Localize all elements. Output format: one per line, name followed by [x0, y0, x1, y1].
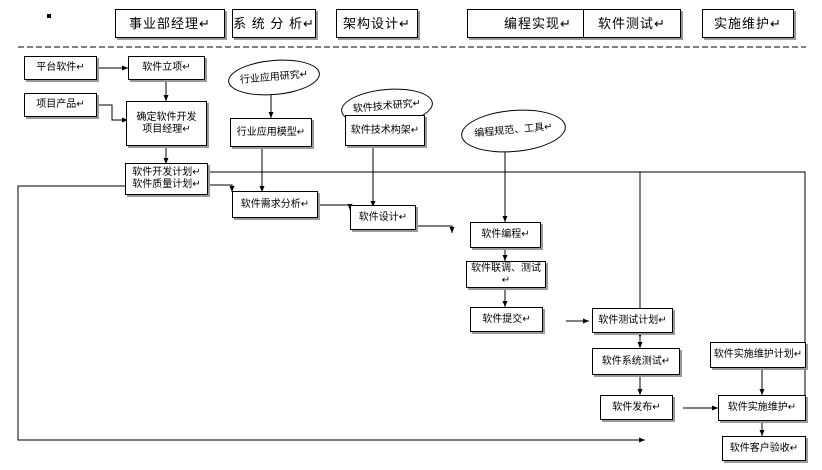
bullet-marker: [47, 14, 51, 18]
ellipse-coding-standards-tools[interactable]: 编程规范、工具↵: [459, 105, 568, 157]
node-platform-software[interactable]: 平台软件↵: [24, 56, 97, 80]
phase-manager[interactable]: 事业部经理↵: [115, 9, 225, 38]
phase-testing[interactable]: 软件测试↵: [583, 9, 681, 38]
ellipse-industry-app-research[interactable]: 行业应用研究↵: [226, 56, 322, 99]
node-joint-debug-test[interactable]: 软件联调、测试↵: [466, 261, 546, 288]
phase-deployment[interactable]: 实施维护↵: [702, 9, 794, 38]
node-software-coding[interactable]: 软件编程↵: [470, 222, 541, 248]
node-software-test-plan[interactable]: 软件测试计划↵: [592, 308, 673, 333]
node-software-tech-framework[interactable]: 软件技术构架↵: [345, 115, 425, 146]
node-requirements-analysis[interactable]: 软件需求分析↵: [232, 191, 318, 218]
phase-analysis[interactable]: 系 统 分 析↵: [232, 9, 316, 38]
node-software-design[interactable]: 软件设计↵: [350, 205, 416, 230]
node-deploy-maintain-plan[interactable]: 软件实施维护计划↵: [710, 342, 806, 368]
node-software-project-setup[interactable]: 软件立项↵: [128, 56, 205, 80]
node-customer-acceptance[interactable]: 软件客户验收↵: [722, 436, 806, 461]
node-project-product[interactable]: 项目产品↵: [24, 93, 97, 117]
node-software-delivery[interactable]: 软件提交↵: [470, 307, 543, 332]
node-determine-pm[interactable]: 确定软件开发 项目经理↵: [126, 101, 207, 146]
node-deploy-maintain[interactable]: 软件实施维护↵: [718, 395, 806, 421]
node-software-release[interactable]: 软件发布↵: [600, 395, 673, 420]
node-industry-app-model[interactable]: 行业应用模型↵: [230, 118, 312, 147]
node-software-system-test[interactable]: 软件系统测试↵: [592, 348, 680, 375]
node-dev-quality-plan[interactable]: 软件开发计划↵ 软件质量计划↵: [125, 163, 208, 195]
phase-architecture[interactable]: 架构设计↵: [336, 9, 418, 38]
